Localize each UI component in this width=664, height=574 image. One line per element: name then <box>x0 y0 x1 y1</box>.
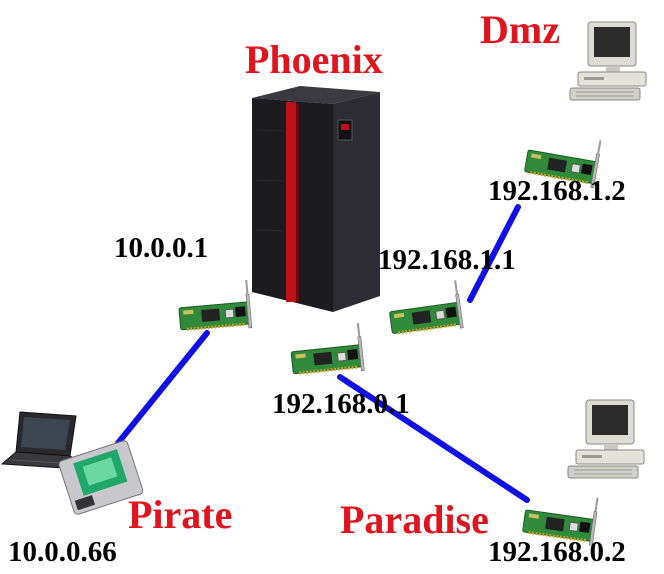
paradise-label: Paradise <box>340 497 489 542</box>
laptop-icon <box>0 411 95 471</box>
network-card-icon <box>287 321 366 380</box>
dmz-label: Dmz <box>480 7 560 52</box>
link-pirate <box>115 330 210 446</box>
pirate-label: Pirate <box>128 492 233 537</box>
pcmcia-card-icon <box>58 440 144 515</box>
dmz-ip-label: 192.168.1.2 <box>488 175 626 207</box>
server-tower-icon <box>252 86 380 312</box>
link-paradise <box>337 374 530 503</box>
link-dmz <box>467 204 521 303</box>
network-card-icon <box>384 278 465 340</box>
paradise-ip-label: 192.168.0.2 <box>488 536 626 568</box>
network-card-icon <box>175 278 254 336</box>
pirate-ip-label: 10.0.0.66 <box>8 536 117 568</box>
desktop-computer-icon <box>567 399 645 479</box>
phoenix-if-pirate-label: 10.0.0.1 <box>114 232 209 264</box>
phoenix-if-dmz-label: 192.168.1.1 <box>378 244 516 276</box>
phoenix-if-paradise-label: 192.168.0.1 <box>272 388 410 420</box>
desktop-computer-icon <box>569 21 647 101</box>
phoenix-label: Phoenix <box>245 37 383 82</box>
